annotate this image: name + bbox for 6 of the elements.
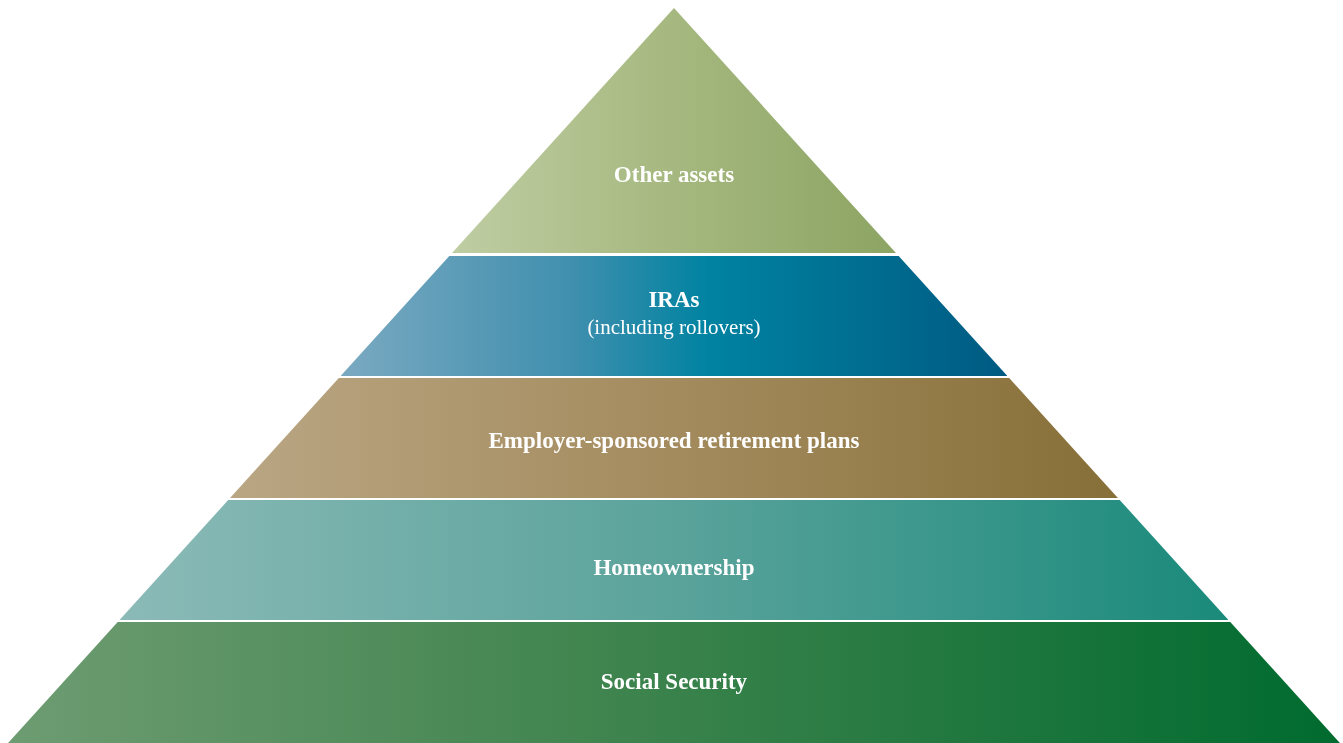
tier-title: Homeownership <box>593 554 755 582</box>
tier-title: Employer-sponsored retirement plans <box>488 427 860 455</box>
tier-title: IRAs <box>648 286 700 314</box>
tier-title: Social Security <box>600 668 748 696</box>
tier-title: Other assets <box>613 161 735 189</box>
tier-subtitle: (including rollovers) <box>587 314 761 340</box>
